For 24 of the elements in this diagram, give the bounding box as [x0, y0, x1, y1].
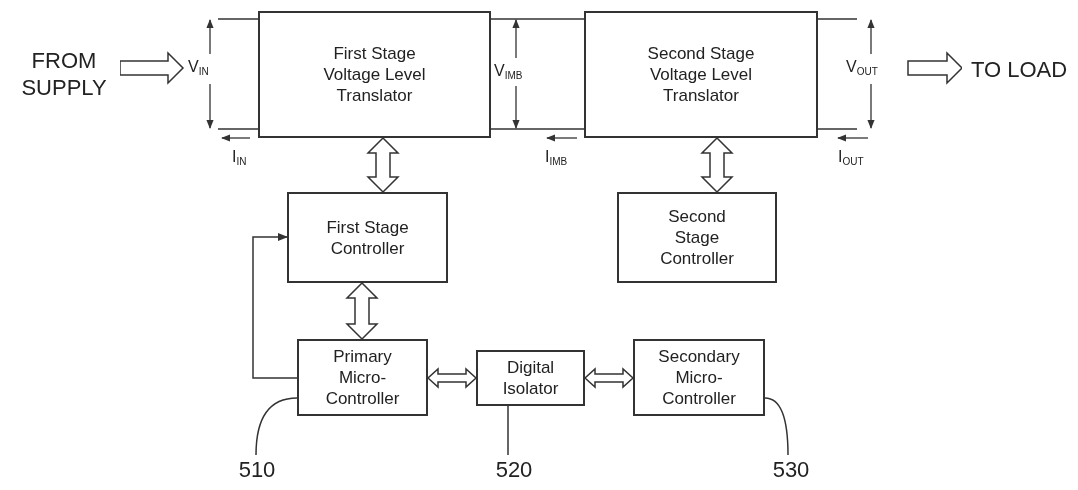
wire-line: [817, 18, 858, 20]
block-arrow: [119, 51, 185, 85]
block-arrow: [366, 136, 400, 194]
controller-box: First Stage Controller: [287, 192, 448, 283]
wire-line: [217, 18, 259, 20]
block-arrow: [700, 136, 734, 194]
wire-line: [217, 128, 259, 130]
wire-line: [490, 128, 585, 130]
microcontroller-box: Secondary Micro-Controller: [633, 339, 765, 416]
wire-line: [817, 128, 858, 130]
block-arrow: [426, 367, 478, 389]
leader-line: [255, 397, 298, 456]
arrow: [252, 232, 298, 379]
microcontroller-box: Primary Micro-Controller: [297, 339, 428, 416]
block-arrow: [345, 281, 379, 341]
controller-box: Second Stage Controller: [617, 192, 777, 283]
translator-box: First Stage Voltage Level Translator: [258, 11, 491, 138]
wire-line: [490, 18, 585, 20]
leader-line: [507, 405, 509, 456]
block-arrow: [907, 51, 964, 85]
leader-line: [764, 397, 789, 456]
translator-box: Second Stage Voltage Level Translator: [584, 11, 818, 138]
block-arrow: [583, 367, 635, 389]
isolator-box: Digital Isolator: [476, 350, 585, 406]
